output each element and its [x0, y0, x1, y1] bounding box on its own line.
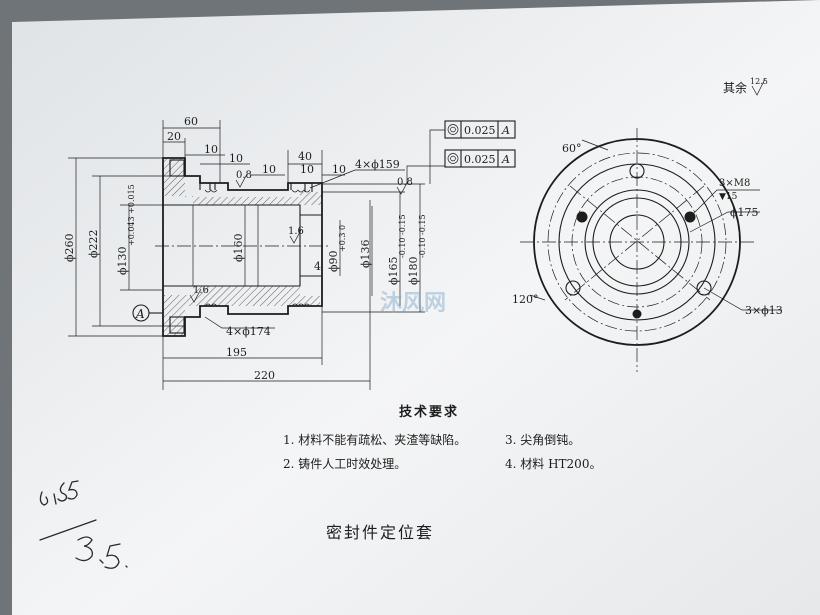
hole-13-left — [565, 280, 581, 296]
dim-phi136: ϕ136 — [359, 240, 372, 269]
dim-phi260: ϕ260 — [63, 234, 76, 263]
dim-phi130: ϕ130 — [116, 247, 129, 276]
dim-195: 195 — [226, 346, 247, 359]
bolt-circle-175: ϕ175 — [730, 206, 759, 219]
hole-13-top — [629, 163, 645, 179]
angle-120: 120° — [512, 293, 539, 306]
dim-60: 60 — [184, 115, 198, 128]
tolerance-value-1: 0.025 — [464, 124, 496, 137]
dim-10-e: 10 — [332, 163, 346, 176]
end-view: 60° 120° 3×M8 ▼15 ϕ175 3×ϕ13 — [512, 128, 783, 372]
tolerance-datum-2: A — [501, 153, 510, 166]
tolerance-value-2: 0.025 — [464, 153, 496, 166]
paper-sheet — [12, 0, 820, 615]
dim-10-b: 10 — [229, 152, 243, 165]
tech-heading: 技术要求 — [399, 404, 459, 420]
dim-4: 4 — [314, 260, 321, 273]
dim-phi160: ϕ160 — [232, 234, 245, 263]
requirement-3: 3. 尖角倒钝。 — [505, 433, 580, 447]
dim-lines-bottom — [162, 200, 371, 390]
roughness-16-a: 1.6 — [288, 226, 304, 237]
thread-hole-bottom — [632, 309, 642, 319]
roughness-08-a: 0.8 — [236, 170, 252, 181]
section-hatching — [163, 158, 322, 336]
handwritten-note-2 — [75, 536, 128, 569]
dim-phi222: ϕ222 — [87, 230, 100, 259]
tolerance-datum-1: A — [501, 124, 510, 137]
dim-phi180: ϕ180 — [407, 257, 420, 286]
watermark: 沐风网 — [380, 291, 446, 316]
holes-159-label: 4×ϕ159 — [355, 158, 400, 171]
dim-lines-top — [162, 120, 345, 183]
dim-phi90-tol: +0.3 0 — [338, 225, 347, 252]
tolerance-frame-2: 0.025 A — [444, 149, 516, 168]
dim-10-c: 10 — [262, 163, 276, 176]
technical-requirements: 技术要求 1. 材料不能有疏松、夹渣等缺陷。 2. 铸件人工时效处理。 3. 尖… — [283, 404, 601, 471]
dim-phi165: ϕ165 — [387, 257, 400, 286]
surface-roughness-note: 其余 12.5 — [723, 77, 768, 96]
dim-phi180-tol: -0.10 -0.15 — [418, 214, 427, 258]
dim-phi90: ϕ90 — [327, 251, 340, 273]
dim-phi165-tol: -0.10 -0.15 — [398, 214, 407, 258]
handwritten-slash — [39, 519, 97, 541]
svg-text:12.5: 12.5 — [750, 77, 768, 86]
holes-174-label: 4×ϕ174 — [226, 325, 271, 338]
dim-10-a: 10 — [204, 143, 218, 156]
roughness-16-b: 1.6 — [193, 285, 209, 296]
drawing-title: 密封件定位套 — [326, 523, 434, 542]
tolerance-frame-1: 0.025 A — [444, 120, 516, 139]
thread-spec: 3×M8 — [719, 178, 750, 189]
dim-220: 220 — [254, 369, 275, 382]
requirement-2: 2. 铸件人工时效处理。 — [283, 456, 406, 471]
section-view: A 0.025 A 0.025 A 60 20 10 10 — [63, 115, 516, 390]
holes-13-label: 3×ϕ13 — [745, 304, 783, 317]
thread-depth: ▼15 — [719, 192, 738, 202]
handwritten-notes — [39, 480, 128, 569]
dim-10-d: 10 — [300, 163, 314, 176]
hole-13-right — [696, 280, 712, 296]
thread-hole-left — [576, 211, 588, 223]
requirement-1: 1. 材料不能有疏松、夹渣等缺陷。 — [283, 432, 466, 447]
dim-lines-left — [68, 157, 185, 337]
roughness-08-b: 0.8 — [397, 177, 413, 188]
dim-20: 20 — [167, 130, 181, 143]
angle-60: 60° — [562, 142, 582, 155]
requirement-4: 4. 材料 HT200。 — [505, 457, 601, 471]
dim-lines-right — [244, 183, 425, 313]
datum-a-label: A — [135, 307, 145, 321]
handwritten-note-1 — [39, 480, 79, 506]
svg-text:其余: 其余 — [723, 80, 747, 95]
dim-phi130-tol: +0.043 +0.015 — [127, 184, 136, 246]
dim-40: 40 — [298, 150, 312, 163]
